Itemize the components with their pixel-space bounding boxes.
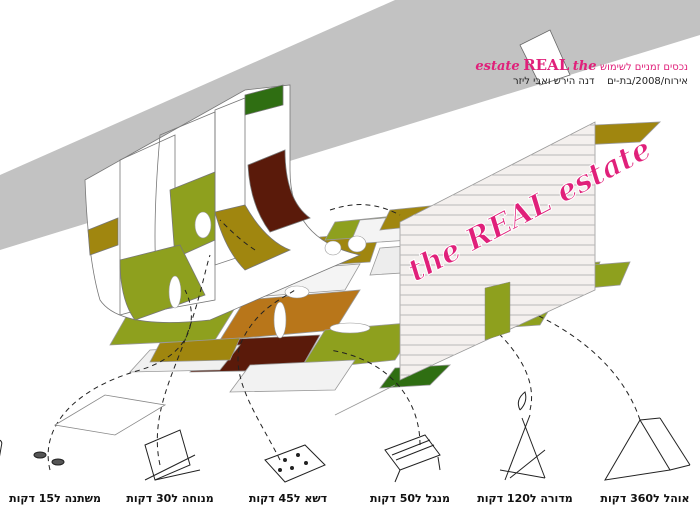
loose-sheet [53, 394, 167, 436]
human-figures [168, 211, 371, 339]
label-grass: דשא ל45 דקות [248, 492, 328, 505]
dashed-arrows [47, 204, 641, 471]
title-prefix: the [572, 59, 597, 74]
authors: דנה הירש ואבי ליזר [512, 76, 595, 87]
grill-icon [384, 434, 441, 483]
label-mattress: משתנה ל15 דקות [9, 492, 101, 505]
mattress-icon [0, 439, 65, 473]
title-subtitle: נכסים זמניים לשימוש [600, 62, 688, 73]
project-title: נכסים זמניים לשימוש estate REAL the [328, 56, 688, 74]
project-header: נכסים זמניים לשימוש estate REAL the אירו… [328, 56, 688, 87]
location-date: אירוח/2008/בת-ים [607, 76, 688, 87]
label-grill: מנגל ל50 דקות [370, 492, 450, 505]
grass-mat-icon [264, 444, 326, 483]
label-tent: אוהל ל360 דקות [600, 492, 690, 505]
deck-chair-icon [144, 429, 201, 481]
label-campfire: מדורה ל120 דקות [477, 492, 573, 505]
credits: אירוח/2008/בת-ים דנה הירש ואבי ליזר [328, 76, 688, 87]
ground-line [334, 384, 396, 416]
slatted-sign: the REAL estate [399, 121, 658, 381]
tent-icon [604, 417, 691, 481]
label-deck-chair: מנוחה ל30 דקות [126, 492, 214, 505]
folded-paper-icon [519, 29, 571, 86]
campfire-icon [499, 391, 546, 481]
title-main: REAL [523, 56, 570, 74]
title-suffix: estate [475, 59, 520, 74]
item-labels: משתנה ל15 דקות מנוחה ל30 דקות דשא ל45 דק… [0, 492, 700, 510]
